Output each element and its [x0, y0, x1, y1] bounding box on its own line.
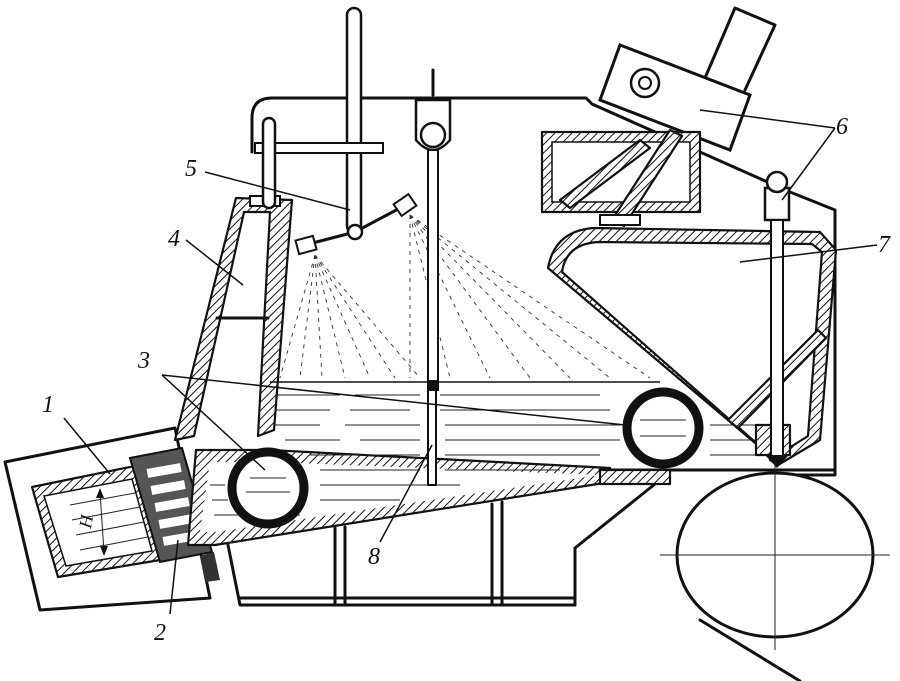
breast-roll — [660, 460, 890, 681]
dimension-h: H — [75, 512, 97, 530]
leader-lines — [63, 109, 878, 615]
callout-7: 7 — [878, 232, 891, 258]
level-probe — [414, 68, 452, 486]
callout-8: 8 — [368, 544, 380, 570]
lip-adjustment-mechanism — [540, 6, 777, 228]
callout-6: 6 — [836, 114, 848, 140]
callout-5: 5 — [185, 156, 197, 182]
housing-outline — [250, 96, 837, 477]
distribution-pipe — [30, 464, 162, 579]
callout-2: 2 — [154, 620, 166, 646]
inlet-housing — [3, 426, 212, 612]
perforated-roll-right — [622, 387, 704, 469]
callout-1: 1 — [42, 392, 54, 418]
callout-4: 4 — [168, 226, 180, 252]
perforated-roll-left — [227, 447, 309, 529]
callout-3: 3 — [137, 348, 150, 374]
liquid-level — [210, 381, 770, 516]
slice-chamber — [546, 170, 838, 468]
spray-nozzle-assembly — [254, 6, 651, 379]
